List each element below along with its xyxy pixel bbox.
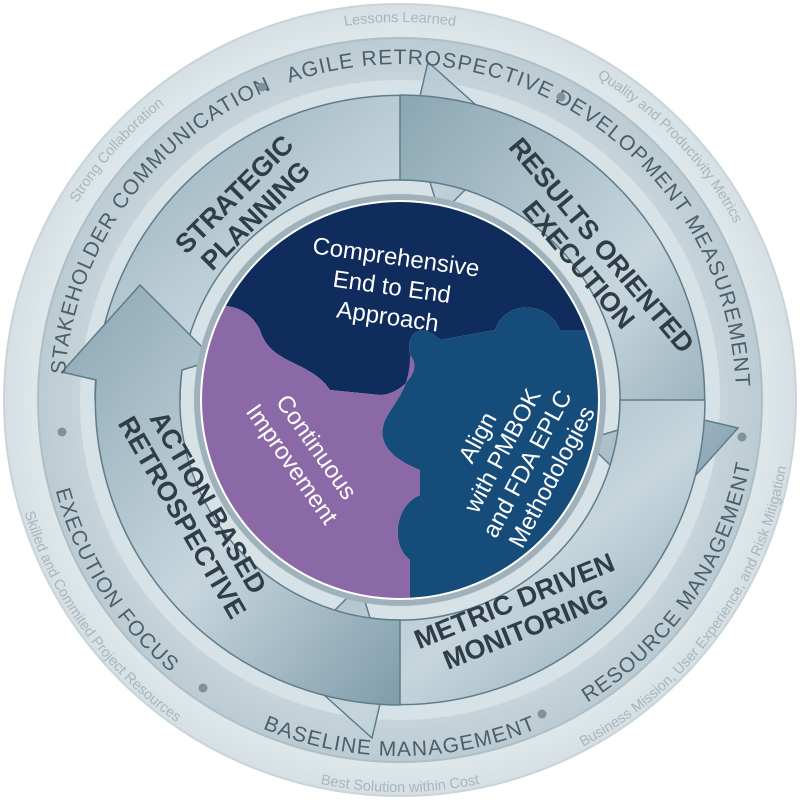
outer-label-top: Lessons Learned: [343, 10, 457, 30]
outer-label-bottom: Best Solution within Cost: [320, 772, 481, 796]
separator-dot: [556, 92, 566, 102]
puzzle-piece-navy: [202, 202, 598, 400]
arrow-action-retrospective: [60, 283, 401, 706]
cycle-arrows: [60, 60, 740, 740]
separator-dot: [537, 709, 547, 719]
separator-dot: [737, 432, 747, 442]
separator-dot: [257, 82, 267, 92]
separator-dots: [57, 82, 747, 719]
separator-dot: [198, 683, 208, 693]
separator-dot: [57, 427, 67, 437]
